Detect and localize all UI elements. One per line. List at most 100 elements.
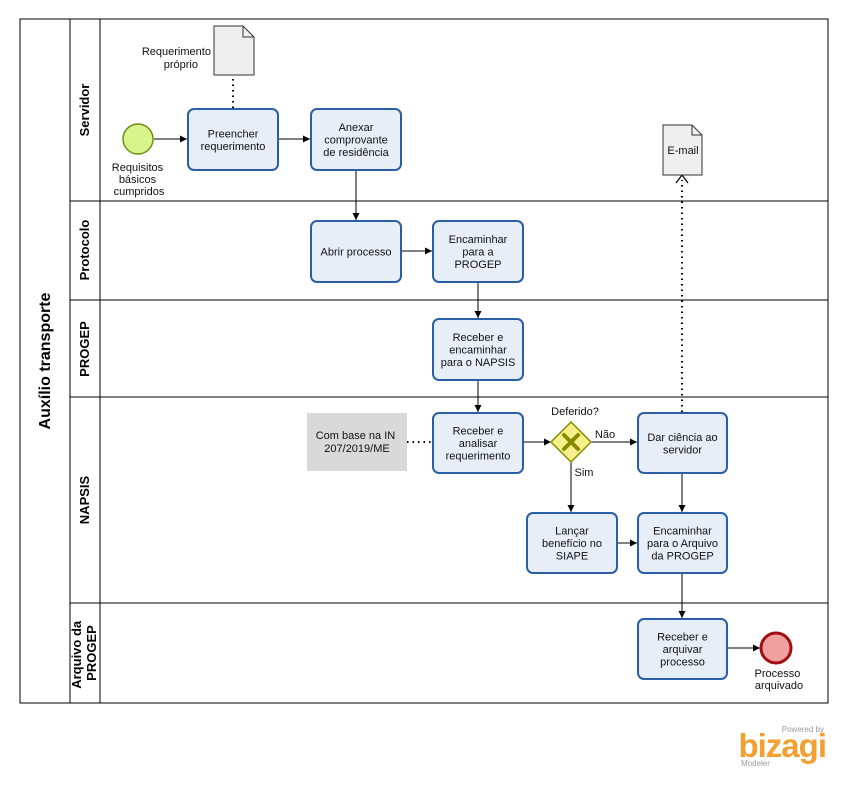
task-label: Abrir processo bbox=[321, 247, 392, 259]
event-label-line: Requisitos bbox=[112, 162, 164, 174]
lane-title-line: PROGEP bbox=[77, 321, 92, 377]
annotation-line: 207/2019/ME bbox=[324, 443, 389, 455]
pool: Auxílio transporte bbox=[19, 18, 829, 704]
gateway-x-icon bbox=[562, 433, 580, 451]
gateway-no-label: Não bbox=[595, 429, 615, 441]
document-icon bbox=[213, 25, 255, 76]
lane-title-progep: PROGEP bbox=[77, 321, 92, 377]
document-fold bbox=[691, 125, 702, 136]
task-label-line: Receber e bbox=[657, 632, 708, 644]
task-box[interactable] bbox=[637, 512, 728, 574]
task-label-line: processo bbox=[660, 657, 705, 669]
task-label-line: Dar ciência ao bbox=[647, 432, 717, 444]
task-label-line: para a bbox=[462, 247, 494, 259]
gateway-yes-label: Sim bbox=[575, 467, 594, 479]
task-label-line: PROGEP bbox=[454, 259, 501, 271]
task-label-line: Lançar bbox=[555, 526, 589, 538]
task-label-line: encaminhar bbox=[449, 345, 507, 357]
task-box[interactable] bbox=[637, 618, 728, 680]
end-event-label: Processo arquivado bbox=[755, 668, 804, 692]
task-box[interactable] bbox=[637, 412, 728, 474]
task-box[interactable] bbox=[526, 512, 618, 574]
lanes: Servidor Protocolo PROGEP NAPSIS Arquivo… bbox=[69, 84, 828, 689]
exclusive-gateway[interactable]: Deferido? Não Sim bbox=[549, 406, 615, 479]
task-label-line: benefício no bbox=[542, 538, 602, 550]
task-label-line: da PROGEP bbox=[651, 551, 713, 563]
task-t3[interactable]: Abrir processo bbox=[310, 220, 402, 283]
document-requerimento: Requerimento próprio bbox=[142, 25, 255, 76]
task-label-line: Anexar bbox=[339, 122, 374, 134]
event-label-line: arquivado bbox=[755, 680, 803, 692]
lane-title-line: PROGEP bbox=[84, 625, 99, 681]
task-box[interactable] bbox=[310, 220, 402, 283]
task-box[interactable] bbox=[432, 318, 524, 381]
task-box[interactable] bbox=[432, 220, 524, 283]
bizagi-logo: Powered by bizagi Modeler bbox=[738, 725, 827, 768]
lane-title-servidor: Servidor bbox=[77, 84, 92, 137]
start-event[interactable]: Requisitos básicos cumpridos bbox=[112, 123, 166, 198]
start-event-label: Requisitos básicos cumpridos bbox=[112, 162, 166, 198]
task-label-line: requerimento bbox=[446, 451, 511, 463]
end-event-circle[interactable] bbox=[759, 631, 793, 665]
event-label-line: Processo bbox=[755, 668, 801, 680]
task-label-line: requerimento bbox=[201, 141, 266, 153]
task-label-line: para o Arquivo bbox=[647, 538, 718, 550]
annotation-line: Com base na IN bbox=[316, 430, 396, 442]
task-label-line: servidor bbox=[663, 444, 702, 456]
event-label-line: cumpridos bbox=[114, 186, 165, 198]
lane-title-line: Servidor bbox=[77, 84, 92, 137]
text-annotation: Com base na IN 207/2019/ME bbox=[307, 413, 407, 471]
task-box[interactable] bbox=[432, 412, 524, 474]
task-label-line: de residência bbox=[323, 147, 389, 159]
pool-border bbox=[19, 18, 829, 704]
task-label-line: para o NAPSIS bbox=[441, 357, 516, 369]
event-label-line: básicos bbox=[119, 174, 157, 186]
task-box[interactable] bbox=[187, 108, 279, 171]
document-label-line: próprio bbox=[164, 59, 198, 71]
annotation-text: Com base na IN 207/2019/ME bbox=[316, 430, 399, 455]
document-label: E-mail bbox=[667, 145, 698, 157]
task-label-line: Preencher bbox=[208, 128, 259, 140]
task-box[interactable] bbox=[310, 108, 402, 171]
task-label-line: Receber e bbox=[453, 426, 504, 438]
task-label-line: Encaminhar bbox=[449, 234, 508, 246]
task-label-line: analisar bbox=[459, 438, 498, 450]
task-label-line: SIAPE bbox=[556, 551, 588, 563]
task-label-line: Encaminhar bbox=[653, 526, 712, 538]
pool-title: Auxílio transporte bbox=[37, 292, 54, 429]
start-event-circle[interactable] bbox=[122, 123, 154, 155]
lane-title-protocolo: Protocolo bbox=[77, 220, 92, 281]
task-label-line: Receber e bbox=[453, 332, 504, 344]
lane-title-napsis: NAPSIS bbox=[77, 475, 92, 524]
end-event[interactable]: Processo arquivado bbox=[755, 631, 804, 692]
gateway-label: Deferido? bbox=[551, 406, 599, 418]
task-label-line: Abrir processo bbox=[321, 247, 392, 259]
document-label-line: E-mail bbox=[667, 145, 698, 157]
lane-title-arquivo: Arquivo da PROGEP bbox=[69, 617, 99, 689]
document-label: Requerimento próprio bbox=[142, 46, 214, 71]
document-label-line: Requerimento bbox=[142, 46, 211, 58]
associations bbox=[232, 79, 683, 443]
document-email: E-mail bbox=[662, 124, 703, 176]
lane-title-line: Protocolo bbox=[77, 220, 92, 281]
logo-name-text: bizagi bbox=[738, 727, 826, 764]
logo-powered-text: Powered by bbox=[782, 725, 824, 734]
